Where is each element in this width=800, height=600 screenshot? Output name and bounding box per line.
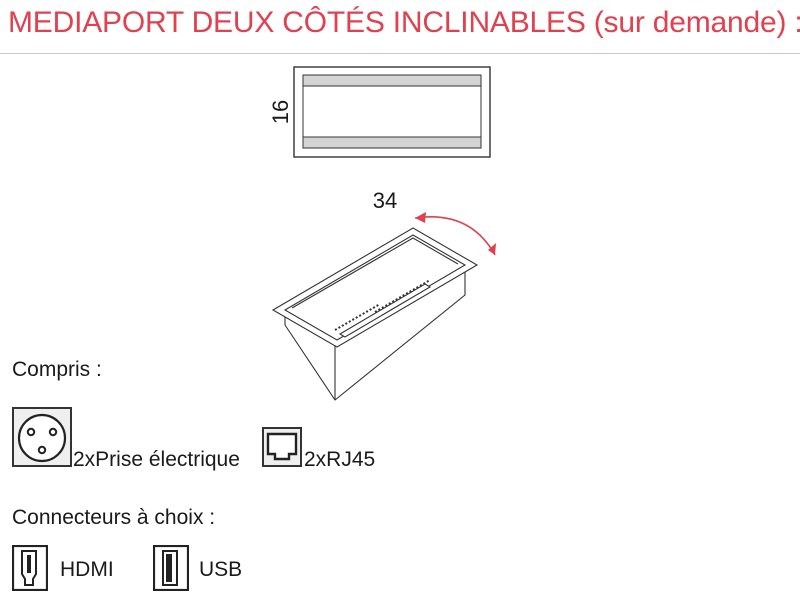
top-view	[293, 66, 491, 158]
hdmi-port-icon	[12, 545, 48, 591]
tilt-arrow	[414, 212, 496, 256]
mediaport-drawing: 16 34	[268, 66, 496, 401]
isometric-view	[271, 227, 479, 401]
optional-heading: Connecteurs à choix :	[12, 506, 216, 529]
page-title: MEDIAPORT DEUX CÔTÉS INCLINABLES (sur de…	[8, 6, 800, 39]
hdmi-label: HDMI	[60, 558, 114, 581]
width-dimension: 34	[373, 188, 397, 213]
rj45-label: 2xRJ45	[304, 448, 376, 471]
power-socket-icon	[12, 407, 72, 467]
height-dimension: 16	[268, 100, 293, 124]
power-socket-label: 2xPrise électrique	[73, 448, 240, 471]
included-heading: Compris :	[12, 358, 102, 381]
title-divider	[0, 53, 800, 54]
usb-label: USB	[199, 558, 243, 581]
rj45-icon	[262, 427, 302, 467]
usb-port-icon	[153, 545, 189, 591]
product-drawing: 16 34	[240, 60, 540, 405]
